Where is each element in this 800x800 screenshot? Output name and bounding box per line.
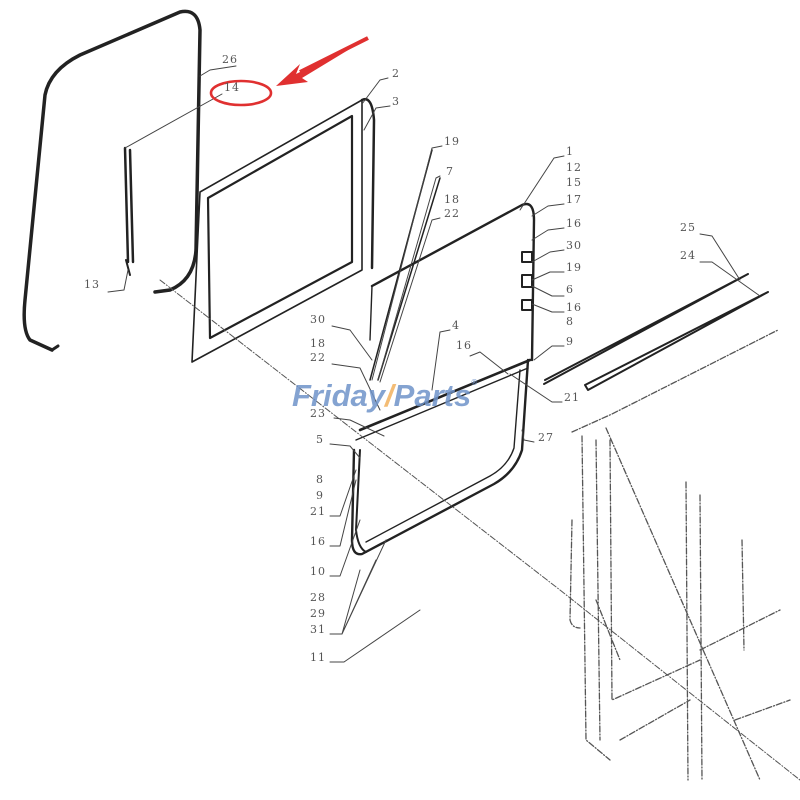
strip-24: [584, 291, 769, 391]
part-label-21: 21: [310, 505, 326, 518]
part-label-5: 5: [316, 433, 324, 446]
seal-3: [360, 97, 376, 270]
part-label-18: 18: [444, 193, 460, 206]
part-label-16: 16: [566, 301, 582, 314]
part-label-17: 17: [566, 193, 582, 206]
part-label-16: 16: [566, 217, 582, 230]
part-label-25: 25: [680, 221, 696, 234]
strip-25: [543, 273, 749, 385]
cab-frame: [569, 329, 791, 781]
highlight-circle: [209, 79, 273, 107]
door-lower-27: [350, 358, 530, 556]
part-label-19: 19: [566, 261, 582, 274]
part-label-14: 14: [224, 81, 240, 94]
part-label-21: 21: [564, 391, 580, 404]
part-label-29: 29: [310, 607, 326, 620]
part-label-6: 6: [566, 283, 574, 296]
part-label-8: 8: [316, 473, 324, 486]
seal-26: [22, 9, 202, 352]
part-label-31: 31: [310, 623, 326, 636]
part-label-28: 28: [310, 591, 326, 604]
part-label-7: 7: [446, 165, 454, 178]
part-label-16: 16: [310, 535, 326, 548]
part-label-19: 19: [444, 135, 460, 148]
door-frame-1: [370, 202, 536, 362]
part-label-22: 22: [444, 207, 460, 220]
part-label-12: 12: [566, 161, 582, 174]
part-label-13: 13: [84, 278, 100, 291]
part-label-9: 9: [566, 335, 574, 348]
strip-14: [123, 146, 135, 264]
part-label-22: 22: [310, 351, 326, 364]
part-label-18: 18: [310, 337, 326, 350]
glass-panel-2: [191, 99, 363, 363]
part-label-27: 27: [538, 431, 554, 444]
part-label-23: 23: [310, 407, 326, 420]
part-label-30: 30: [566, 239, 582, 252]
part-label-24: 24: [680, 249, 696, 262]
part-label-30: 30: [310, 313, 326, 326]
part-label-1: 1: [566, 145, 574, 158]
part-label-3: 3: [392, 95, 400, 108]
part-label-4: 4: [452, 319, 460, 332]
part-label-8: 8: [566, 315, 574, 328]
watermark-logo: Friday/Parts®: [292, 378, 478, 413]
part-label-9: 9: [316, 489, 324, 502]
part-label-11: 11: [310, 651, 326, 664]
part-label-16: 16: [456, 339, 472, 352]
part-label-26: 26: [222, 53, 238, 66]
part-label-2: 2: [392, 67, 400, 80]
part-label-15: 15: [566, 176, 582, 189]
part-label-10: 10: [310, 565, 326, 578]
